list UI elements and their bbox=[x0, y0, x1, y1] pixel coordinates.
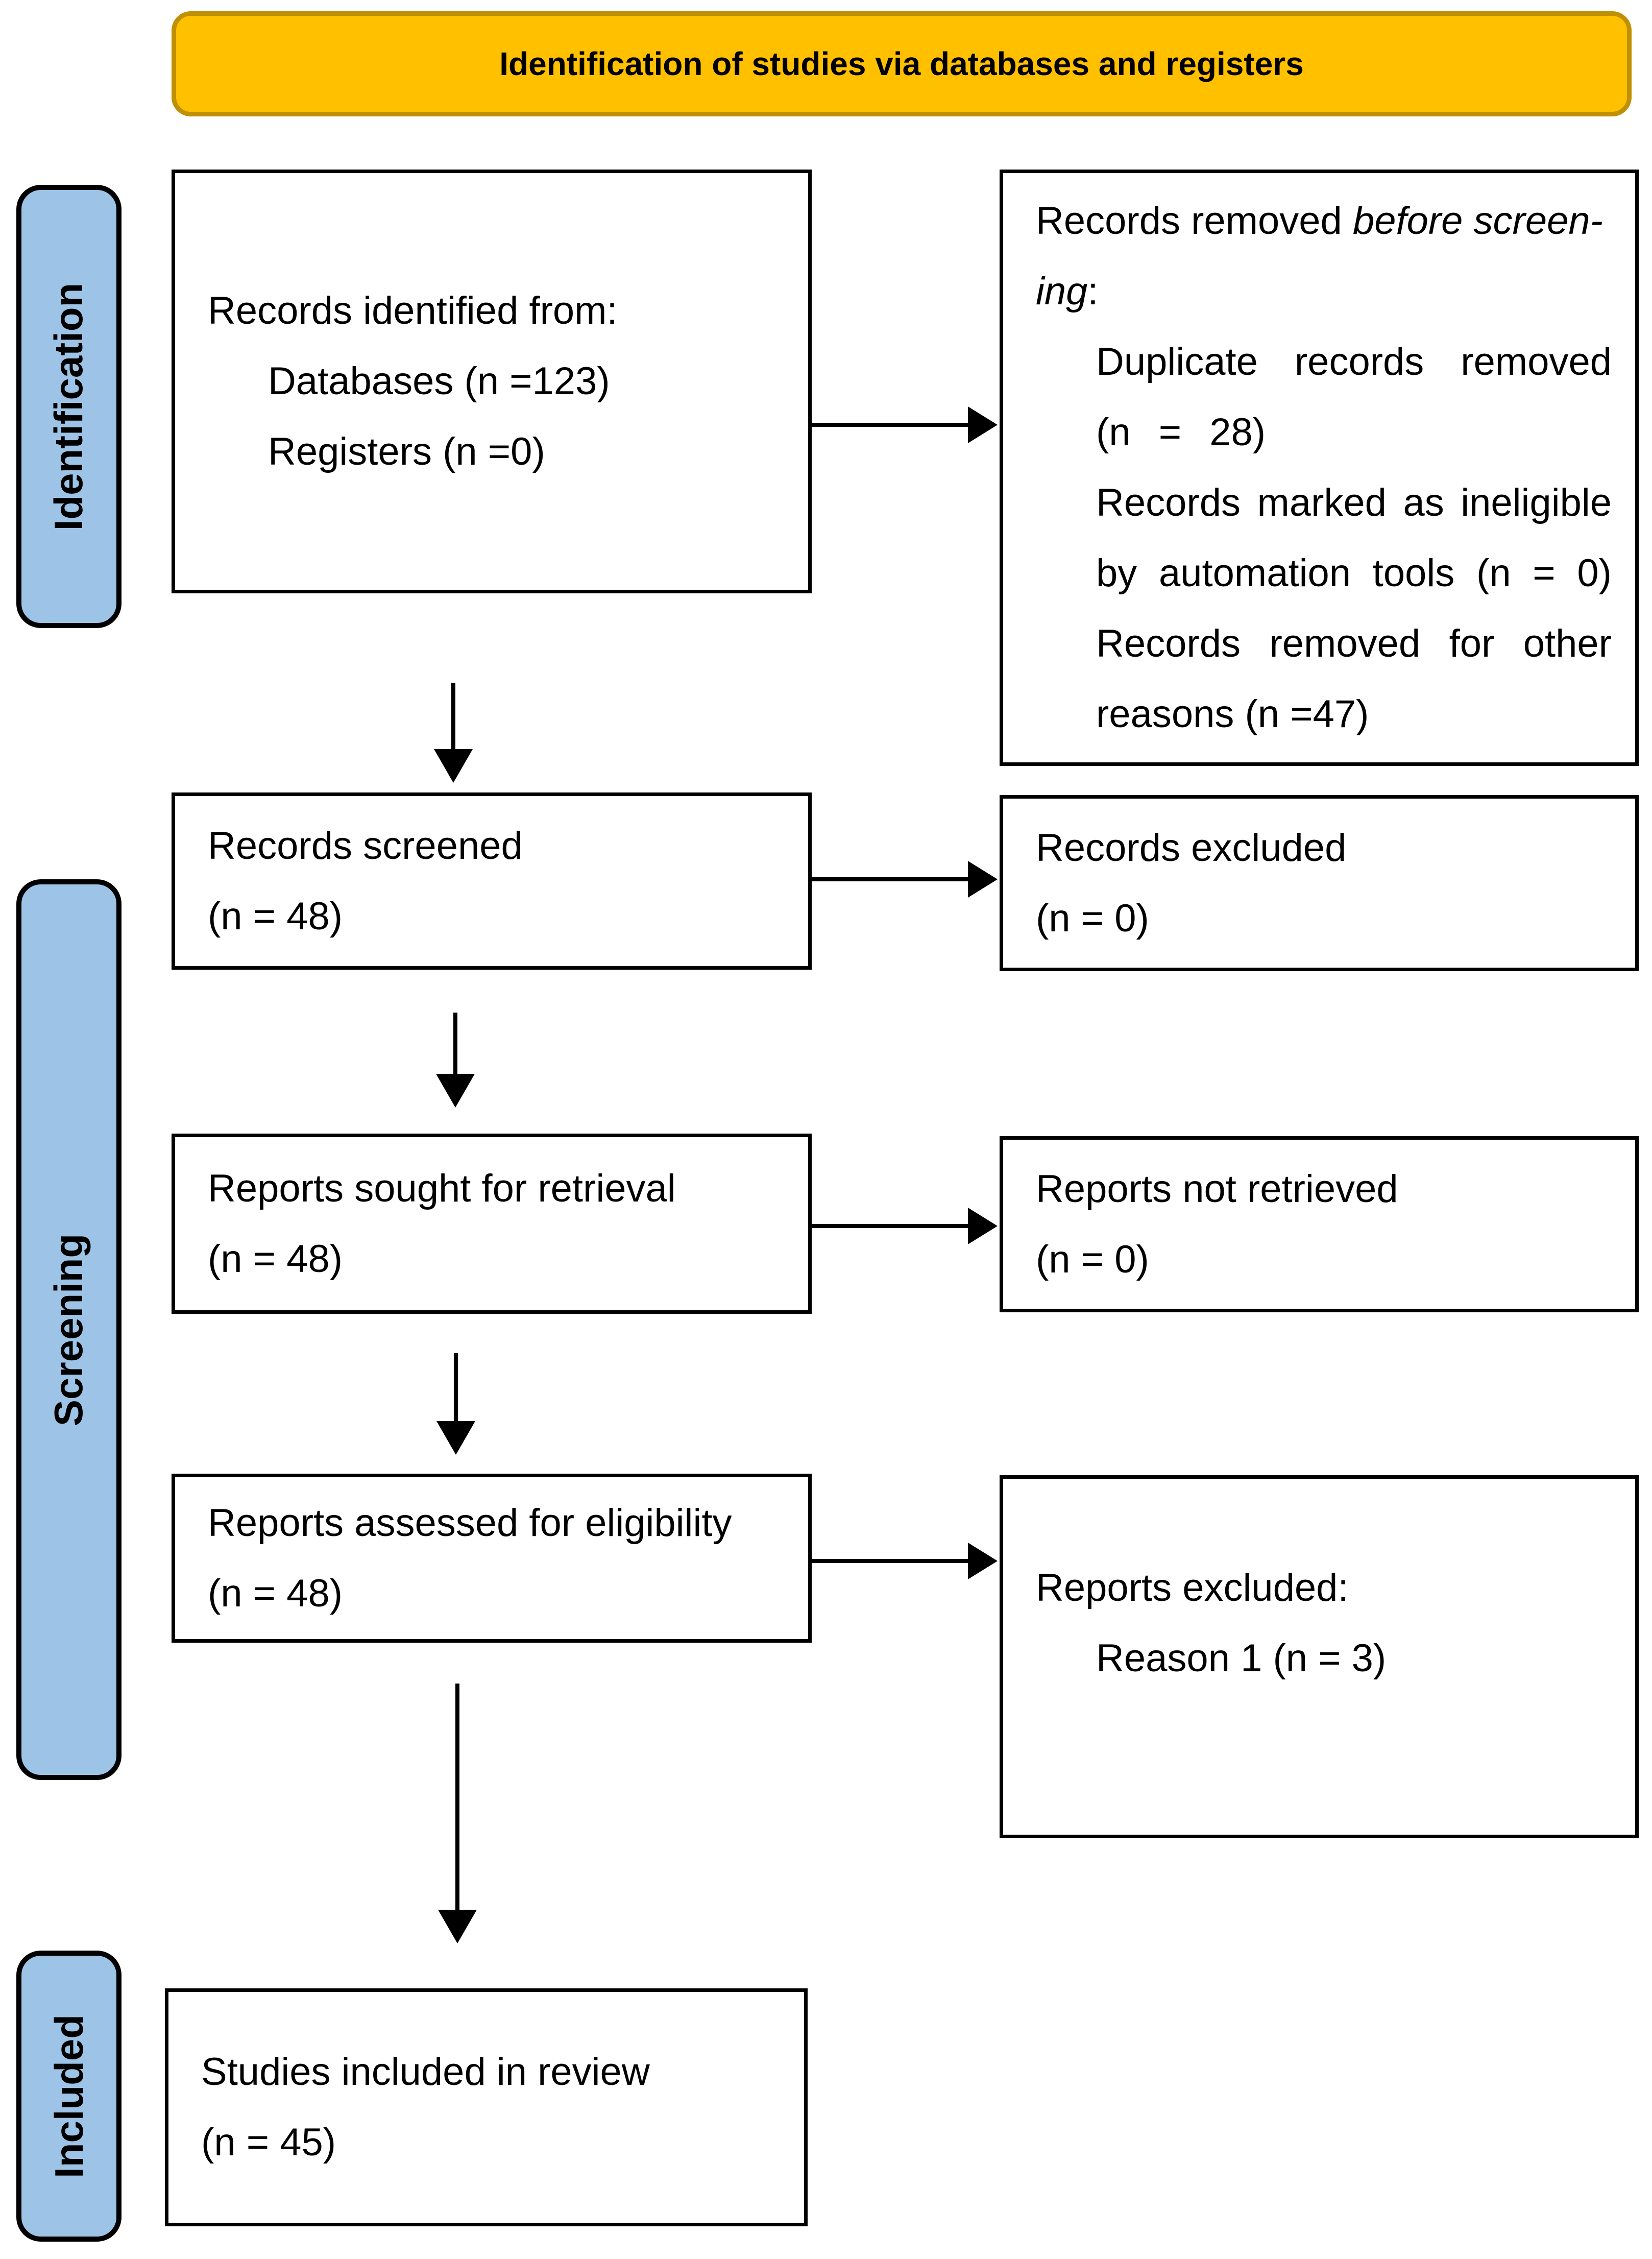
records-removed-heading-line2: ing: bbox=[1036, 256, 1612, 327]
reports-excluded-label: Reports excluded: bbox=[1036, 1566, 1349, 1609]
arrow-right-screened-to-excluded-line bbox=[812, 877, 968, 881]
arrow-down-screened-to-sought-line bbox=[453, 1013, 457, 1074]
reports-excluded-reason1: Reason 1 (n = 3) bbox=[1096, 1637, 1387, 1680]
records-excluded-label: Records excluded bbox=[1036, 826, 1347, 870]
banner: Identification of studies via databases … bbox=[172, 11, 1632, 116]
arrow-right-assessed-to-excluded-line bbox=[812, 1559, 968, 1563]
records-screened-count: (n = 48) bbox=[208, 894, 343, 938]
box-records-identified: Records identified from: Databases (n =1… bbox=[172, 170, 812, 593]
box-records-removed: Records removed before screen- ing: Dupl… bbox=[1000, 170, 1639, 766]
box-reports-excluded: Reports excluded: Reason 1 (n = 3) bbox=[1000, 1475, 1639, 1838]
records-excluded-count: (n = 0) bbox=[1036, 896, 1149, 940]
sidebar-identification: Identification bbox=[16, 185, 122, 628]
arrow-down-sought-to-assessed-head-icon bbox=[436, 1421, 475, 1455]
arrow-down-sought-to-assessed-line bbox=[454, 1353, 458, 1421]
box-records-screened: Records screened (n = 48) bbox=[172, 792, 812, 970]
reports-assessed-label: Reports assessed for eligibility bbox=[208, 1501, 732, 1545]
records-marked-ineligible-line2: by automation tools (n = 0) bbox=[1096, 551, 1612, 595]
reports-not-retrieved-count: (n = 0) bbox=[1036, 1237, 1149, 1281]
arrow-down-assessed-to-included-head-icon bbox=[438, 1910, 477, 1943]
studies-included-label: Studies included in review bbox=[201, 2050, 650, 2094]
reports-sought-label: Reports sought for retrieval bbox=[208, 1166, 676, 1210]
records-removed-heading-line1: Records removed before screen- bbox=[1036, 186, 1612, 256]
arrow-right-sought-to-not-retrieved-head-icon bbox=[968, 1208, 998, 1244]
records-screened-label: Records screened bbox=[208, 824, 523, 868]
records-removed-heading-plain: Records removed bbox=[1036, 199, 1353, 243]
studies-included-count: (n = 45) bbox=[201, 2121, 336, 2164]
box-studies-included: Studies included in review (n = 45) bbox=[165, 1988, 808, 2226]
box-reports-assessed: Reports assessed for eligibility (n = 48… bbox=[172, 1474, 812, 1643]
box-reports-sought: Reports sought for retrieval (n = 48) bbox=[172, 1134, 812, 1314]
records-removed-heading-italic2: ing bbox=[1036, 270, 1088, 313]
records-identified-registers: Registers (n =0) bbox=[268, 430, 545, 473]
sidebar-included: Included bbox=[16, 1951, 122, 2242]
records-removed-heading-colon: : bbox=[1087, 270, 1099, 313]
box-reports-not-retrieved: Reports not retrieved (n = 0) bbox=[1000, 1136, 1639, 1312]
records-removed-other-line2: reasons (n =47) bbox=[1096, 692, 1369, 736]
records-removed-heading-italic1: before screen- bbox=[1352, 199, 1603, 243]
arrow-down-identified-to-screened-line bbox=[451, 683, 455, 749]
reports-not-retrieved-label: Reports not retrieved bbox=[1036, 1167, 1398, 1211]
arrow-down-screened-to-sought-head-icon bbox=[436, 1074, 475, 1108]
arrow-down-identified-to-screened-head-icon bbox=[434, 749, 473, 783]
arrow-right-assessed-to-excluded-head-icon bbox=[968, 1543, 998, 1579]
records-marked-ineligible-line1: Records marked as ineligible bbox=[1096, 481, 1612, 524]
banner-title: Identification of studies via databases … bbox=[499, 45, 1304, 82]
arrow-right-identified-to-removed-line bbox=[812, 423, 968, 427]
records-removed-other-line1: Records removed for other bbox=[1096, 622, 1612, 665]
reports-sought-count: (n = 48) bbox=[208, 1237, 343, 1281]
sidebar-screening: Screening bbox=[16, 879, 122, 1780]
duplicate-records-removed-line2: (n = 28) bbox=[1096, 411, 1266, 454]
arrow-right-sought-to-not-retrieved-line bbox=[812, 1224, 968, 1228]
records-identified-databases: Databases (n =123) bbox=[268, 359, 610, 403]
arrow-right-screened-to-excluded-head-icon bbox=[968, 861, 998, 898]
duplicate-records-removed-line1: Duplicate records removed bbox=[1096, 340, 1612, 383]
sidebar-identification-label: Identification bbox=[46, 282, 91, 531]
arrow-right-identified-to-removed-head-icon bbox=[968, 406, 998, 443]
records-identified-intro: Records identified from: bbox=[208, 289, 618, 332]
sidebar-screening-label: Screening bbox=[46, 1233, 91, 1426]
box-records-excluded: Records excluded (n = 0) bbox=[1000, 795, 1639, 971]
arrow-down-assessed-to-included-line bbox=[455, 1684, 459, 1910]
reports-assessed-count: (n = 48) bbox=[208, 1571, 343, 1615]
sidebar-included-label: Included bbox=[46, 2014, 91, 2178]
